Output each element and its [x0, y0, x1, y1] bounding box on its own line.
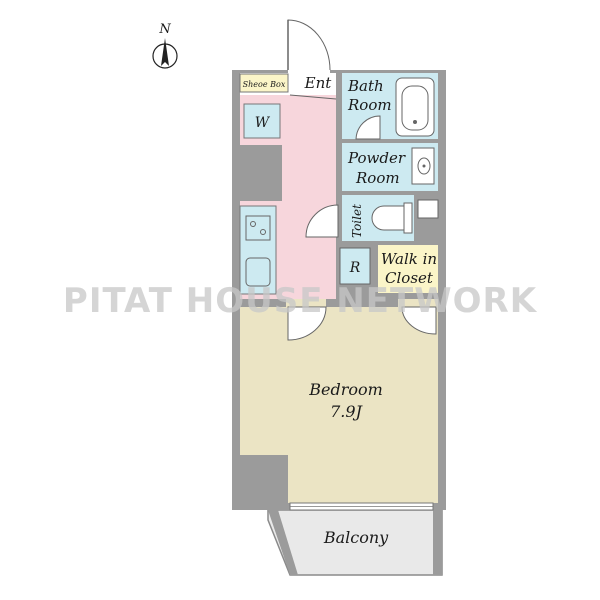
interior-wall: [372, 241, 378, 293]
balcony-label: Balcony: [323, 528, 389, 547]
interior-wall: [240, 299, 438, 307]
bath-room-label-2: Room: [347, 96, 392, 114]
bedroom-size-label: 7.9J: [330, 402, 363, 421]
kitchen-wall-block: [240, 145, 282, 201]
interior-wall: [336, 241, 438, 245]
kitchen-sink-icon: [245, 257, 271, 287]
shoe-box-label: Sheoe Box: [243, 80, 286, 89]
entrance-door: [287, 19, 331, 73]
door-opening: [398, 299, 438, 307]
bath-room-label-1: Bath: [347, 77, 384, 95]
bathtub-icon: [395, 77, 435, 137]
shoe-box: [239, 73, 289, 93]
compass-label: N: [158, 22, 171, 37]
balcony-area: [267, 509, 443, 576]
watermark-text: PITAT HOUSE NETWORK: [63, 281, 538, 321]
closet-label-2: Closet: [385, 269, 434, 287]
bedroom-door: [287, 306, 327, 341]
closet-label-1: Walk in: [381, 250, 437, 268]
washer-space: [243, 103, 281, 139]
powder-room-label-2: Room: [355, 169, 400, 187]
interior-wall: [342, 139, 438, 143]
interior-wall: [336, 73, 342, 243]
kitchen-counter: [239, 205, 277, 295]
walk-in-closet-floor: [378, 245, 438, 293]
powder-room-label-1: Powder: [347, 149, 406, 167]
entrance-label: Ent: [304, 74, 333, 92]
washer-label: W: [255, 115, 271, 131]
bath-door: [355, 115, 381, 140]
pipe-space: [417, 199, 439, 219]
toilet-door: [305, 204, 339, 238]
fridge-space: [339, 247, 371, 285]
door-opening: [286, 299, 326, 307]
bedroom-column: [240, 455, 288, 505]
fridge-label: R: [349, 260, 361, 276]
closet-door: [401, 306, 437, 335]
north-compass-icon: N: [152, 22, 178, 69]
interior-wall: [342, 191, 438, 195]
bedroom-label: Bedroom: [308, 380, 383, 399]
washbasin-icon: [411, 147, 435, 185]
toilet-label: Toilet: [350, 204, 364, 238]
toilet-icon: [371, 202, 413, 234]
stove-icon: [245, 215, 271, 241]
